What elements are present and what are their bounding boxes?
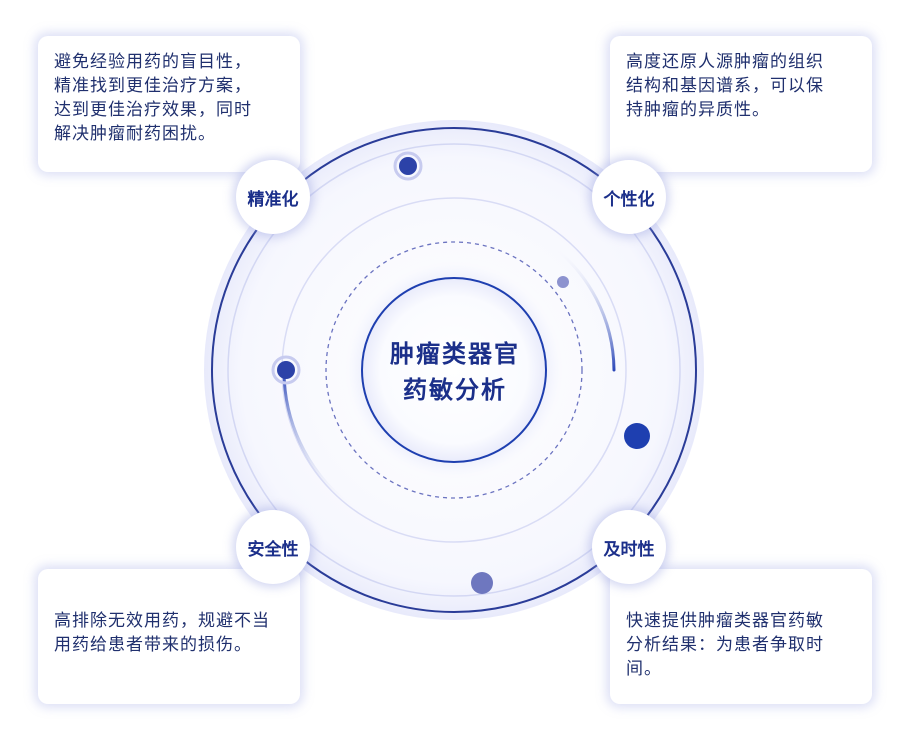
card-safety: 高排除无效用药，规避不当 用药给患者带来的损伤。 [38, 569, 300, 704]
card-personalization: 高度还原人源肿瘤的组织 结构和基因谱系，可以保 持肿瘤的异质性。 [610, 36, 872, 172]
center-title: 肿瘤类器官 药敏分析 [355, 318, 555, 426]
outer-thin-ring [227, 143, 681, 597]
card-precision: 避免经验用药的盲目性， 精准找到更佳治疗方案， 达到更佳治疗效果，同时 解决肿瘤… [38, 36, 300, 172]
card-safety-line: 高排除无效用药，规避不当 [54, 611, 270, 631]
card-precision-line: 达到更佳治疗效果，同时 [54, 100, 252, 120]
orbit-dot-small [557, 276, 569, 288]
card-timeliness-line: 快速提供肿瘤类器官药敏 [626, 611, 824, 631]
dashed-ring [325, 241, 583, 499]
outer-ring [211, 127, 697, 613]
orbit-dot-bottom [471, 572, 493, 594]
badge-timeliness: 及时性 [592, 510, 666, 584]
badge-safety: 安全性 [236, 510, 310, 584]
orbit-dot-right [624, 423, 650, 449]
orbit-dot-left-halo [271, 355, 301, 385]
orbit-dot-top-halo [393, 151, 423, 181]
orbit-dot-left [277, 361, 295, 379]
card-safety-line: 用药给患者带来的损伤。 [54, 635, 252, 655]
card-personalization-line: 高度还原人源肿瘤的组织 [626, 52, 824, 72]
badge-personalization: 个性化 [592, 160, 666, 234]
card-personalization-line: 结构和基因谱系，可以保 [626, 76, 824, 96]
inner-circle [361, 277, 547, 463]
card-timeliness: 快速提供肿瘤类器官药敏 分析结果：为患者争取时间。 [610, 569, 872, 704]
right-arc [546, 241, 616, 372]
card-precision-line: 避免经验用药的盲目性， [54, 52, 252, 72]
card-precision-line: 解决肿瘤耐药困扰。 [54, 124, 216, 144]
badge-precision: 精准化 [236, 160, 310, 234]
center-title-line1: 肿瘤类器官 [390, 340, 520, 368]
card-personalization-line: 持肿瘤的异质性。 [626, 100, 770, 120]
orbit-dot-top [399, 157, 417, 175]
card-precision-line: 精准找到更佳治疗方案， [54, 76, 252, 96]
card-timeliness-line: 分析结果：为患者争取时间。 [626, 635, 824, 679]
center-title-line2: 药敏分析 [403, 376, 507, 404]
left-arc [282, 368, 362, 514]
